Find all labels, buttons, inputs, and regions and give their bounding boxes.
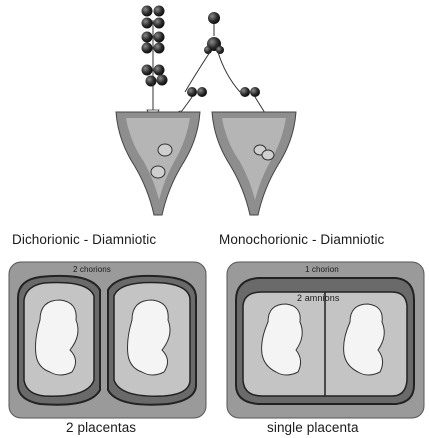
left-uterus xyxy=(116,112,200,215)
right-chorion-label: 1 chorion xyxy=(305,265,339,274)
right-amnion-label: 2 amnions xyxy=(297,293,339,303)
right-bottom-label: single placenta xyxy=(267,420,359,435)
left-chorion-label: 2 chorions xyxy=(73,265,111,274)
left-cell-column-top xyxy=(142,6,168,87)
right-uterus xyxy=(212,112,296,215)
right-cell-splitting xyxy=(170,12,272,126)
left-bottom-label: 2 placentas xyxy=(66,420,136,435)
left-title: Dichorionic - Diamniotic xyxy=(12,232,156,247)
right-title: Monochorionic - Diamniotic xyxy=(219,232,384,247)
left-twin-box xyxy=(9,262,206,418)
right-twin-box xyxy=(227,262,424,418)
